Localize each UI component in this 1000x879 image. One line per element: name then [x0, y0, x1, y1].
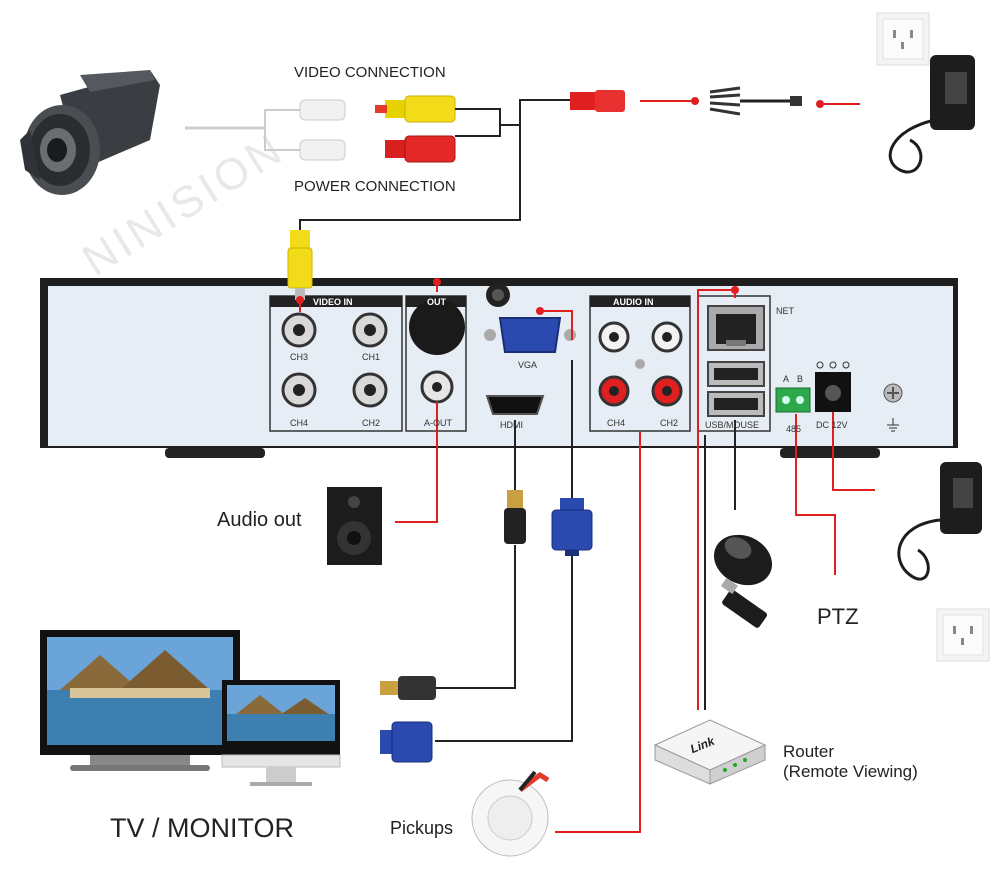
- vga-plug-left-icon: [380, 721, 433, 763]
- mouse-icon: [713, 534, 773, 586]
- yellow-bnc-plug-icon: [287, 230, 313, 312]
- net-label: NET: [776, 306, 794, 316]
- ethernet-port-icon: [707, 305, 765, 351]
- audio-in-ch4-icon: [598, 375, 630, 407]
- audio-in-ch3-icon: [598, 321, 630, 353]
- pickup-microphone-icon: [471, 770, 550, 857]
- pickups-label: Pickups: [390, 818, 454, 838]
- bnc-ch4-icon: [281, 372, 317, 408]
- usb-mouse-label: USB/MOUSE: [705, 420, 760, 430]
- dc-jack-icon: [815, 372, 851, 412]
- power-connector-icon: [385, 135, 456, 163]
- ground-screw-icon: [883, 383, 903, 432]
- wall-outlet-bottom-icon: [936, 608, 990, 662]
- hdmi-port-icon: [485, 395, 545, 415]
- speaker-icon: [327, 487, 382, 565]
- bnc-ch3-icon: [281, 312, 317, 348]
- red-wires: [395, 282, 875, 833]
- hdmi-plug-left-icon: [380, 676, 436, 700]
- audio-in-ch1-icon: [651, 321, 683, 353]
- vga-label: VGA: [518, 360, 538, 370]
- tv-monitor-label: TV / MONITOR: [110, 813, 295, 843]
- camera-leads: [185, 99, 346, 161]
- monitor-icon: [221, 680, 341, 786]
- ch4-label: CH4: [290, 418, 309, 428]
- out-label: OUT: [427, 297, 446, 307]
- dc12v-label: DC 12V: [816, 420, 848, 430]
- audio-ch2-label: CH2: [660, 418, 679, 428]
- power-connection-label: POWER CONNECTION: [294, 178, 456, 195]
- power-adapter-icon: [888, 55, 975, 174]
- ch3-label: CH3: [290, 352, 309, 362]
- power-splitter-icon: [709, 86, 802, 116]
- router-sub-label: (Remote Viewing): [783, 762, 918, 781]
- ch1-label: CH1: [362, 352, 381, 362]
- terminal-b-label: B: [797, 374, 804, 384]
- hdmi-label: HDMI: [500, 420, 523, 430]
- ptz-label: PTZ: [817, 604, 859, 629]
- usb-port-icon: [707, 361, 765, 417]
- audio-in-ch2-icon: [651, 375, 683, 407]
- video-connector-icon: [375, 95, 456, 123]
- usb-stick-icon: [720, 577, 768, 628]
- black-wires: [435, 360, 736, 742]
- audio-out-jack-icon: [420, 370, 454, 404]
- hdmi-plug-icon: [504, 490, 526, 544]
- rs485-terminal-icon: [775, 387, 811, 413]
- power-adapter-bottom-icon: [897, 462, 982, 581]
- ch2-label: CH2: [362, 418, 381, 428]
- terminal-a-label: A: [783, 374, 790, 384]
- rs485-label: 485: [786, 424, 802, 434]
- dvr-panel: [40, 278, 958, 458]
- audio-out-label: Audio out: [217, 509, 302, 531]
- video-connection-label: VIDEO CONNECTION: [294, 64, 446, 81]
- dc-plug-icon: [570, 90, 625, 112]
- audio-in-label: AUDIO IN: [613, 297, 654, 307]
- vga-plug-icon: [551, 498, 593, 556]
- router-icon: [653, 719, 767, 785]
- video-in-label: VIDEO IN: [313, 297, 353, 307]
- bnc-ch2-icon: [352, 372, 388, 408]
- router-label: Router: [783, 742, 835, 761]
- a-out-label: A-OUT: [424, 418, 452, 428]
- bnc-ch1-icon: [352, 312, 388, 348]
- wall-outlet-icon: [876, 12, 930, 66]
- camera-icon: [20, 70, 160, 195]
- tv-icon: [40, 630, 240, 771]
- audio-ch4-label: CH4: [607, 418, 626, 428]
